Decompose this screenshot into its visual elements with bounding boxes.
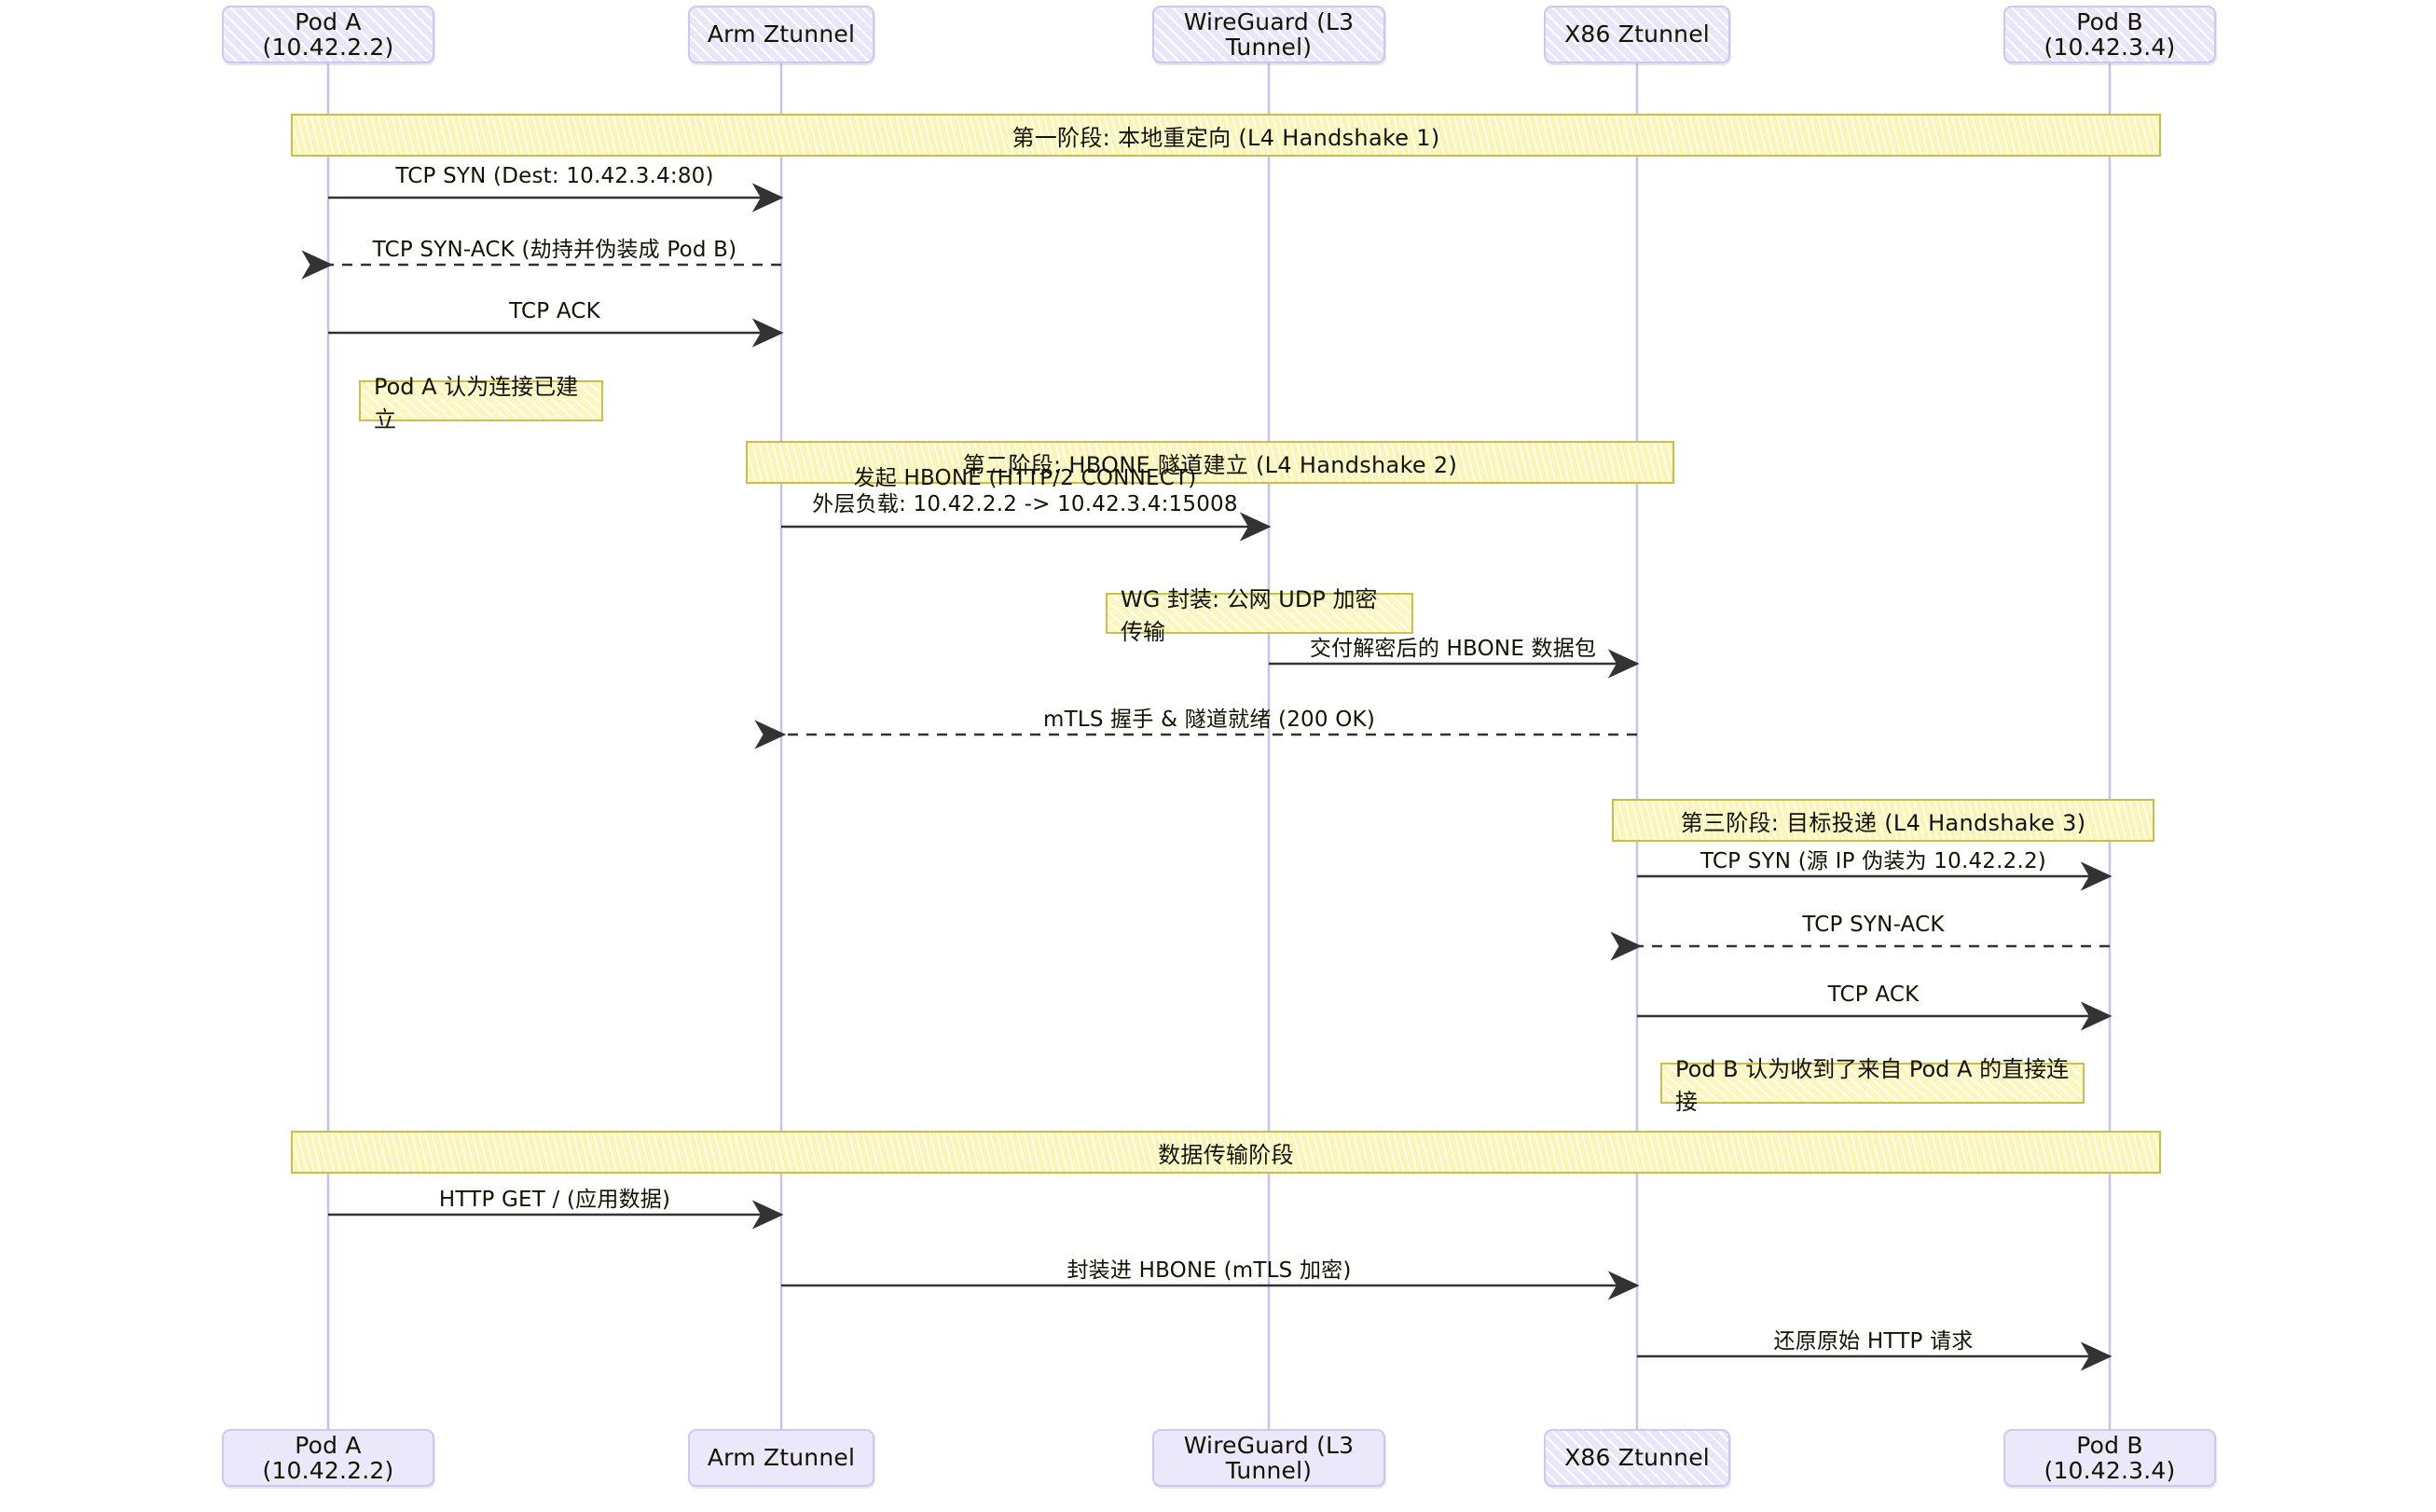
actor-label: Pod A (10.42.2.2): [262, 7, 394, 61]
actor-wg-bottom[interactable]: WireGuard (L3 Tunnel): [1152, 1429, 1385, 1487]
message-text: TCP SYN-ACK (劫持并伪装成 Pod B): [372, 238, 737, 262]
message-text-line2: 外层负载: 10.42.2.2 -> 10.42.3.4:15008: [812, 492, 1238, 517]
message-text: mTLS 握手 & 隧道就绪 (200 OK): [1043, 708, 1375, 732]
phase-label: 第一阶段: 本地重定向 (L4 Handshake 1): [1012, 124, 1440, 151]
phase-label: 数据传输阶段: [1158, 1141, 1294, 1168]
arrows-group: [301, 183, 2113, 1371]
message-text: TCP SYN (Dest: 10.42.3.4:80): [395, 164, 714, 188]
actor-label: WireGuard (L3 Tunnel): [1183, 7, 1355, 61]
note-noteB: Pod B 认为收到了来自 Pod A 的直接连接: [1660, 1056, 2085, 1115]
phase-banner-phase3: 第三阶段: 目标投递 (L4 Handshake 3): [1612, 799, 2154, 842]
actor-podA-top[interactable]: Pod A (10.42.2.2): [222, 6, 434, 63]
actor-x86zt-top[interactable]: X86 Ztunnel: [1544, 6, 1730, 63]
message-text: TCP ACK: [509, 299, 600, 323]
actor-label: Pod B (10.42.3.4): [2044, 1431, 2176, 1484]
actor-label: X86 Ztunnel: [1564, 21, 1710, 48]
actor-label: Pod B (10.42.3.4): [2044, 7, 2176, 61]
actor-label: Arm Ztunnel: [707, 21, 856, 48]
actor-wg-top[interactable]: WireGuard (L3 Tunnel): [1152, 6, 1385, 63]
phase-banner-phase4: 数据传输阶段: [291, 1131, 2161, 1174]
phase-banner-phase1: 第一阶段: 本地重定向 (L4 Handshake 1): [291, 114, 2161, 157]
actor-label: WireGuard (L3 Tunnel): [1183, 1431, 1355, 1484]
message-text: 封装进 HBONE (mTLS 加密): [1067, 1258, 1352, 1283]
actor-armzt-bottom[interactable]: Arm Ztunnel: [688, 1429, 874, 1487]
message-text: 交付解密后的 HBONE 数据包: [1309, 637, 1597, 661]
note-label: WG 封装: 公网 UDP 加密传输: [1121, 586, 1378, 645]
note-label: Pod B 认为收到了来自 Pod A 的直接连接: [1675, 1056, 2070, 1115]
actor-armzt-top[interactable]: Arm Ztunnel: [688, 6, 874, 63]
actor-x86zt-bottom[interactable]: X86 Ztunnel: [1544, 1429, 1730, 1487]
note-noteA: Pod A 认为连接已建立: [359, 374, 603, 433]
message-text: TCP SYN (源 IP 伪装为 10.42.2.2): [1700, 849, 2046, 873]
note-noteWG: WG 封装: 公网 UDP 加密传输: [1106, 586, 1413, 645]
actor-podB-top[interactable]: Pod B (10.42.3.4): [2003, 6, 2216, 63]
message-text: 还原原始 HTTP 请求: [1773, 1329, 1974, 1354]
actor-podA-bottom[interactable]: Pod A (10.42.2.2): [222, 1429, 434, 1487]
phase-label: 第三阶段: 目标投递 (L4 Handshake 3): [1680, 809, 2086, 836]
message-text: TCP SYN-ACK: [1802, 913, 1945, 937]
actor-label: X86 Ztunnel: [1564, 1444, 1710, 1472]
note-label: Pod A 认为连接已建立: [374, 374, 579, 433]
actor-label: Pod A (10.42.2.2): [262, 1431, 394, 1484]
message-text: 发起 HBONE (HTTP/2 CONNECT): [853, 466, 1197, 490]
phase-banner-phase2: 第二阶段: HBONE 隧道建立 (L4 Handshake 2): [746, 441, 1674, 484]
phase-label: 第二阶段: HBONE 隧道建立 (L4 Handshake 2): [962, 451, 1458, 478]
actor-podB-bottom[interactable]: Pod B (10.42.3.4): [2003, 1429, 2216, 1487]
lifelines-group: [326, 63, 2112, 1447]
actor-label: Arm Ztunnel: [707, 1444, 856, 1472]
message-text: TCP ACK: [1827, 983, 1920, 1007]
message-text: HTTP GET / (应用数据): [438, 1188, 671, 1212]
